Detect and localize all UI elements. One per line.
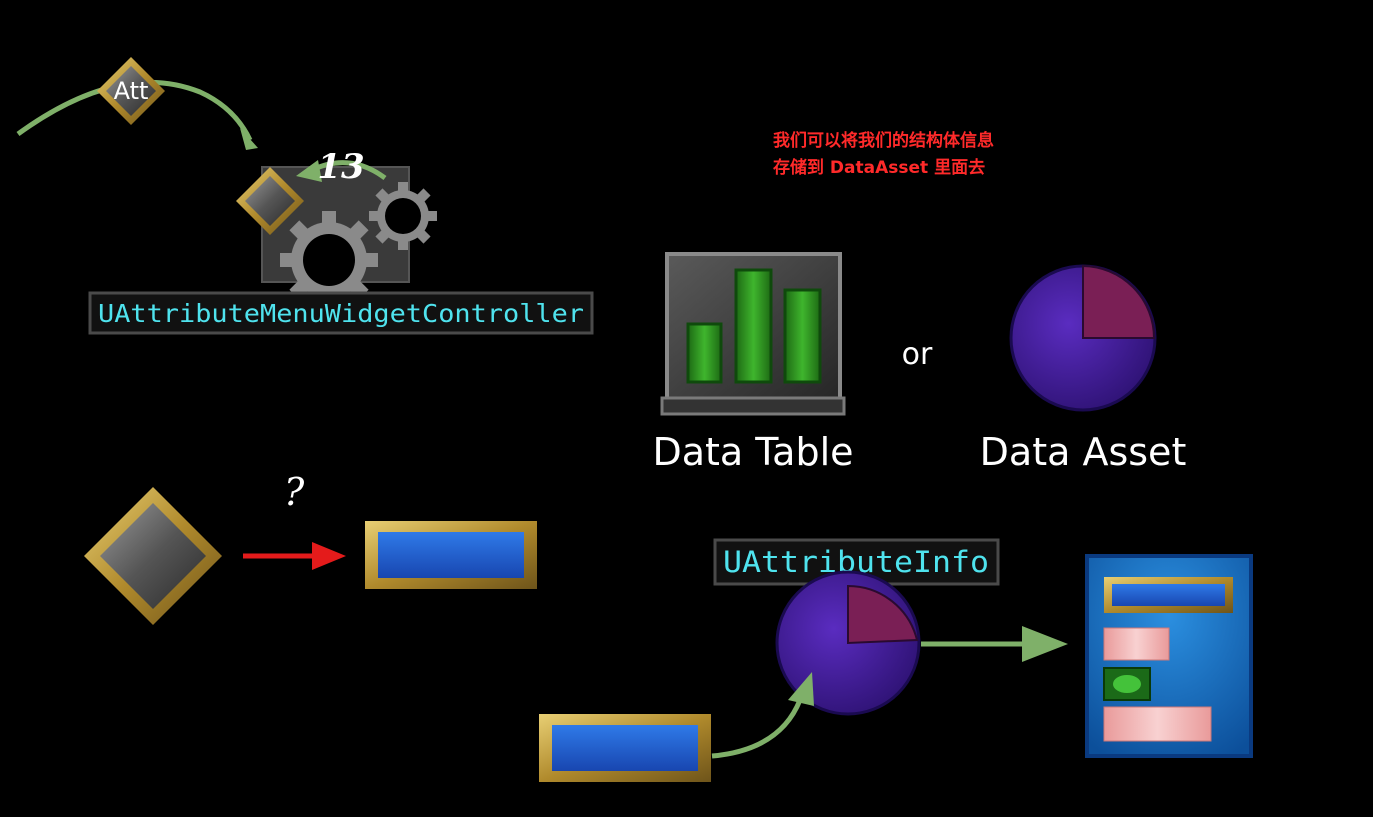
attribute-gem-icon — [84, 487, 222, 625]
widget-panel-icon — [1085, 554, 1253, 758]
attribute-gem-icon — [236, 167, 304, 235]
att-label: Att — [114, 77, 149, 105]
curved-arrowhead — [788, 672, 814, 706]
controller-label: UAttributeMenuWidgetController — [98, 299, 584, 328]
count-arrow — [310, 160, 387, 181]
note-line-1: 我们可以将我们的结构体信息 — [773, 130, 994, 151]
pie-chart-icon — [775, 570, 921, 716]
data-table-label: Data Table — [652, 430, 853, 474]
controller-label-box — [88, 291, 594, 335]
data-asset-label: Data Asset — [980, 430, 1187, 474]
gear-icon — [369, 182, 437, 250]
note-line-2: 存储到 DataAsset 里面去 — [773, 157, 985, 178]
count-label: 13 — [317, 147, 364, 187]
or-label: or — [902, 337, 933, 372]
pie-chart-icon — [1009, 264, 1157, 412]
bar-chart-icon — [660, 252, 846, 416]
count-arrowhead — [296, 160, 322, 182]
att-gem-icon — [97, 57, 165, 125]
att-arrowhead — [240, 128, 258, 150]
widget-bar-icon — [539, 714, 711, 782]
widget-bar-icon — [365, 521, 537, 589]
green-arrowhead — [1022, 626, 1068, 662]
att-arrow — [16, 79, 253, 142]
question-label: ? — [284, 470, 305, 514]
curved-arrow — [711, 699, 803, 759]
red-arrowhead — [312, 542, 346, 570]
